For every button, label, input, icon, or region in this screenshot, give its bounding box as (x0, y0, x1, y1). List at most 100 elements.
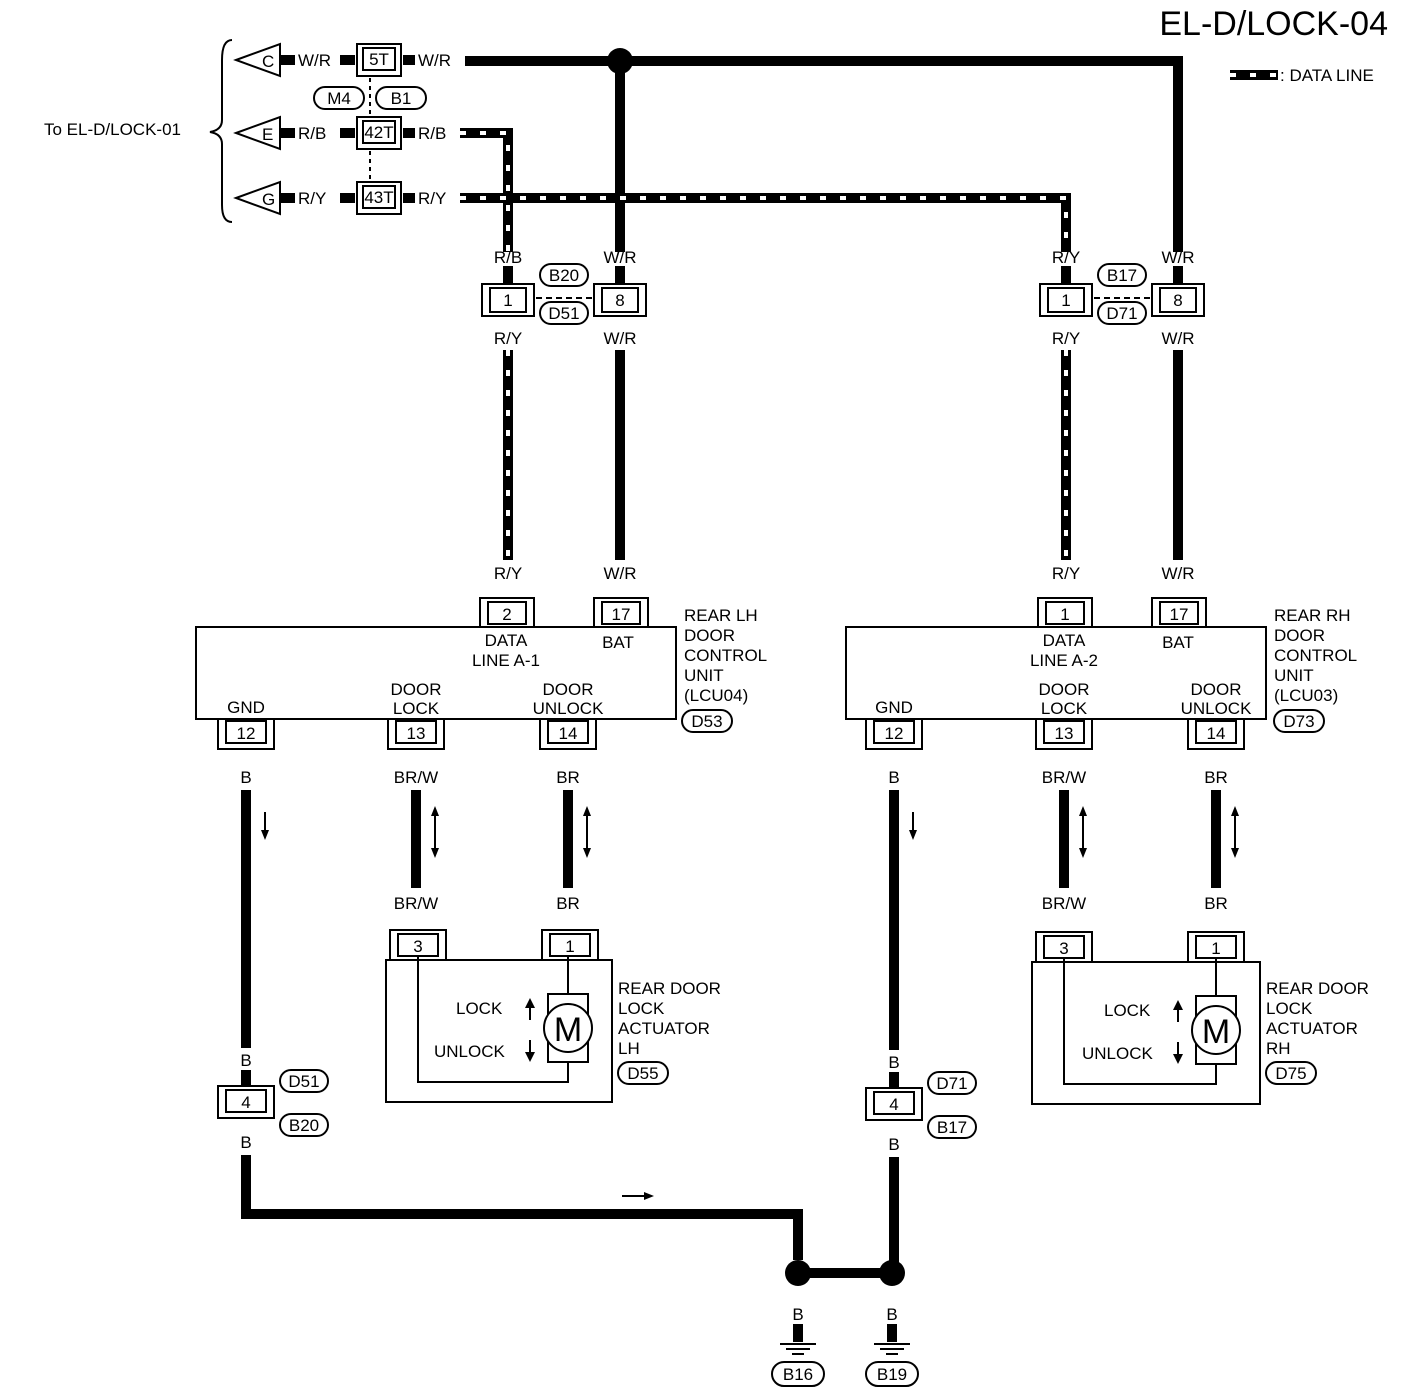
svg-text:R/Y: R/Y (494, 329, 522, 348)
lock-arrow-icon (1173, 1000, 1183, 1022)
svg-text:BAT: BAT (1162, 633, 1194, 652)
svg-text:B: B (240, 1051, 251, 1070)
arrow-g: G (233, 180, 281, 216)
arrow-e: E (233, 115, 281, 151)
svg-text:3: 3 (1059, 939, 1068, 958)
svg-text:D55: D55 (627, 1064, 658, 1083)
connector-right-8: 8 (1151, 283, 1205, 317)
left-unit-name: REAR LH DOOR CONTROL UNIT (LCU04) (684, 606, 767, 705)
svg-text:1: 1 (565, 937, 574, 956)
svg-text:LOCK: LOCK (393, 699, 440, 718)
right-act-pin-3: 3 (1035, 931, 1093, 963)
conn-tag-d71: D71 (1097, 301, 1147, 325)
svg-text:B: B (888, 1135, 899, 1154)
svg-text:W/R: W/R (603, 564, 636, 583)
svg-text:B1: B1 (391, 89, 412, 108)
svg-text:(LCU04): (LCU04) (684, 686, 748, 705)
svg-text:8: 8 (615, 291, 624, 310)
connector-right-1: 1 (1039, 283, 1093, 317)
connector-42t: 42T (356, 116, 402, 150)
conn-tag-b20: B20 (539, 263, 589, 287)
svg-text:W/R: W/R (603, 329, 636, 348)
svg-text:2: 2 (502, 605, 511, 624)
svg-text:UNLOCK: UNLOCK (1181, 699, 1253, 718)
svg-text:B17: B17 (1107, 266, 1137, 285)
conn-tag-b17: B17 (1097, 263, 1147, 287)
svg-text:LINE A-1: LINE A-1 (472, 651, 540, 670)
svg-text:REAR DOOR: REAR DOOR (618, 979, 721, 998)
svg-text:W/R: W/R (1161, 564, 1194, 583)
svg-text:R/B: R/B (494, 248, 522, 267)
svg-text:REAR RH: REAR RH (1274, 606, 1351, 625)
svg-text:8: 8 (1173, 291, 1182, 310)
svg-text:B20: B20 (289, 1116, 319, 1135)
svg-text:1: 1 (1061, 291, 1070, 310)
svg-text:UNLOCK: UNLOCK (434, 1042, 506, 1061)
svg-text:UNLOCK: UNLOCK (533, 699, 605, 718)
left-pin-gnd: 12 (217, 718, 275, 750)
svg-text:BR: BR (556, 768, 580, 787)
right-pin-gnd: 12 (865, 718, 923, 750)
svg-text:W/R: W/R (1161, 329, 1194, 348)
svg-text:1: 1 (1060, 605, 1069, 624)
svg-text:GND: GND (227, 698, 265, 717)
svg-text:12: 12 (885, 724, 904, 743)
unlock-arrow-icon (525, 1040, 535, 1062)
svg-text:G: G (262, 190, 275, 209)
svg-text:D73: D73 (1283, 712, 1314, 731)
legend: : DATA LINE (1230, 66, 1374, 85)
svg-text:LINE A-2: LINE A-2 (1030, 651, 1098, 670)
motor-icon (543, 1003, 593, 1053)
left-actuator-name: REAR DOOR LOCK ACTUATOR LH (618, 979, 721, 1058)
flow-arrow (622, 1192, 654, 1200)
svg-text:DOOR: DOOR (543, 680, 594, 699)
svg-text:R/Y: R/Y (1052, 248, 1080, 267)
svg-text:17: 17 (612, 605, 631, 624)
left-pin-bat: 17 (593, 597, 649, 629)
conn-tag-d75: D75 (1265, 1061, 1317, 1085)
svg-text:DOOR: DOOR (391, 680, 442, 699)
svg-text:DOOR: DOOR (1191, 680, 1242, 699)
flow-arrow (1231, 806, 1239, 858)
svg-text:R/Y: R/Y (298, 189, 326, 208)
svg-text:DATA: DATA (485, 631, 528, 650)
right-actuator-name: REAR DOOR LOCK ACTUATOR RH (1266, 979, 1369, 1058)
conn-tag-d71-gnd: D71 (927, 1071, 977, 1095)
svg-text:5T: 5T (369, 50, 389, 69)
connector-5t: 5T (356, 43, 402, 77)
svg-text:LOCK: LOCK (456, 999, 503, 1018)
svg-text:4: 4 (241, 1093, 250, 1112)
conn-tag-d53: D53 (681, 709, 733, 733)
svg-text:CONTROL: CONTROL (684, 646, 767, 665)
svg-text:W/R: W/R (418, 51, 451, 70)
conn-tag-d51: D51 (539, 301, 589, 325)
svg-text:B17: B17 (937, 1118, 967, 1137)
flow-arrow (1079, 806, 1087, 858)
svg-text:BR/W: BR/W (1042, 894, 1086, 913)
svg-text:D51: D51 (288, 1072, 319, 1091)
svg-text:B: B (792, 1305, 803, 1324)
left-pin-data: 2 (479, 597, 535, 629)
svg-text:LOCK: LOCK (1041, 699, 1088, 718)
harness-tag-b1: B1 (375, 86, 427, 110)
svg-text:B16: B16 (783, 1365, 813, 1384)
svg-text:B: B (886, 1305, 897, 1324)
svg-text:: DATA LINE: : DATA LINE (1280, 66, 1374, 85)
connector-43t: 43T (356, 181, 402, 215)
svg-text:17: 17 (1170, 605, 1189, 624)
svg-text:DOOR: DOOR (1039, 680, 1090, 699)
svg-text:B: B (888, 1053, 899, 1072)
right-unit-name: REAR RH DOOR CONTROL UNIT (LCU03) (1274, 606, 1357, 705)
svg-text:BR: BR (1204, 894, 1228, 913)
ground-symbol-icon (874, 1343, 910, 1355)
svg-text:BR: BR (1204, 768, 1228, 787)
svg-text:W/R: W/R (603, 248, 636, 267)
reference-label: To EL-D/LOCK-01 (44, 120, 181, 139)
svg-text:UNLOCK: UNLOCK (1082, 1044, 1154, 1063)
svg-text:D71: D71 (936, 1074, 967, 1093)
conn-tag-d51-gnd: D51 (279, 1069, 329, 1093)
flow-arrow (261, 812, 269, 840)
right-act-pin-1: 1 (1187, 931, 1245, 963)
right-pin-unlock: 14 (1187, 718, 1245, 750)
